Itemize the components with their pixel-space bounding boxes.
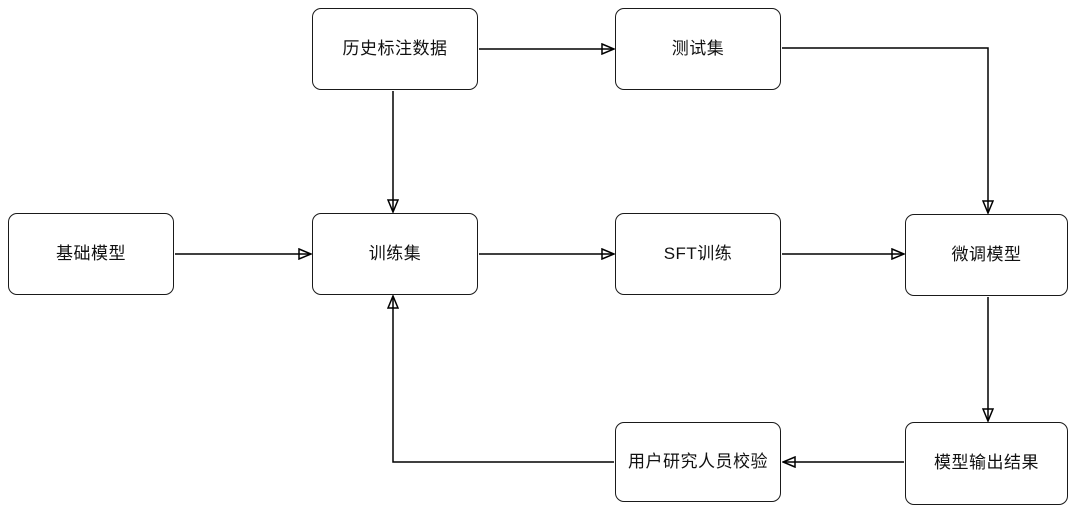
edge-verify-to-training <box>393 297 614 463</box>
node-base-model-label: 基础模型 <box>56 243 126 263</box>
node-user-researcher-verification: 用户研究人员校验 <box>615 422 781 502</box>
node-base-model: 基础模型 <box>8 213 174 295</box>
node-training-set: 训练集 <box>312 213 478 295</box>
node-historical-annotation-data: 历史标注数据 <box>312 8 478 90</box>
node-user-researcher-verification-label: 用户研究人员校验 <box>628 451 768 471</box>
node-test-set: 测试集 <box>615 8 781 90</box>
node-finetuned-model-label: 微调模型 <box>951 244 1022 264</box>
node-model-output-results: 模型输出结果 <box>905 422 1068 505</box>
node-historical-annotation-data-label: 历史标注数据 <box>342 38 448 58</box>
node-sft-training: SFT训练 <box>615 213 781 295</box>
node-training-set-label: 训练集 <box>368 243 422 263</box>
node-finetuned-model: 微调模型 <box>905 214 1068 296</box>
node-model-output-results-label: 模型输出结果 <box>934 453 1039 473</box>
node-test-set-label: 测试集 <box>671 38 725 58</box>
edge-testset-to-finetuned <box>782 47 988 212</box>
node-sft-training-label: SFT训练 <box>663 243 733 263</box>
